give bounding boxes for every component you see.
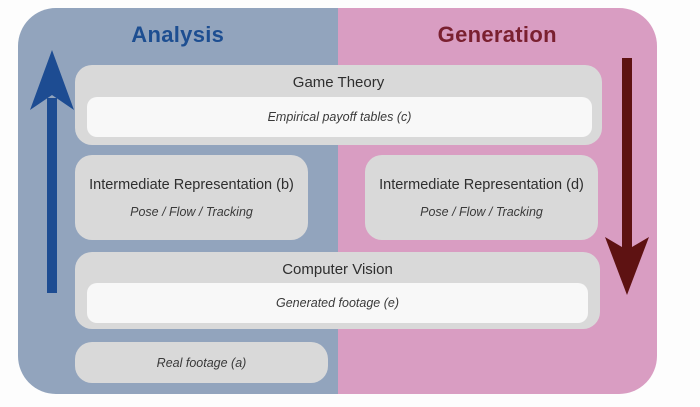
real-footage-box: Real footage (a) [75, 342, 328, 383]
down-arrow-icon [605, 58, 649, 295]
intermediate-representation-right-box: Intermediate Representation (d) Pose / F… [365, 155, 598, 240]
game-theory-title: Game Theory [292, 74, 385, 91]
empirical-payoff-tables-box: Empirical payoff tables (c) [87, 97, 592, 137]
computer-vision-title: Computer Vision [282, 261, 393, 278]
generation-title: Generation [437, 22, 557, 47]
analysis-generation-panel: Analysis Generation Game Theory Empirica… [18, 8, 657, 394]
computer-vision-box: Computer Vision Generated footage (e) [75, 252, 600, 329]
intermediate-representation-left-title: Intermediate Representation (b) [89, 176, 294, 193]
real-footage-label: Real footage (a) [156, 355, 247, 370]
empirical-payoff-tables-label: Empirical payoff tables (c) [267, 110, 412, 124]
game-theory-box: Game Theory Empirical payoff tables (c) [75, 65, 602, 145]
generated-footage-label: Generated footage (e) [276, 296, 399, 310]
generated-footage-box: Generated footage (e) [87, 283, 588, 323]
pose-flow-tracking-right-label: Pose / Flow / Tracking [420, 204, 543, 219]
pose-flow-tracking-left-label: Pose / Flow / Tracking [130, 204, 253, 219]
analysis-title: Analysis [131, 22, 225, 47]
intermediate-representation-left-box: Intermediate Representation (b) Pose / F… [75, 155, 308, 240]
intermediate-representation-right-title: Intermediate Representation (d) [379, 176, 584, 193]
up-arrow-icon [30, 50, 74, 293]
